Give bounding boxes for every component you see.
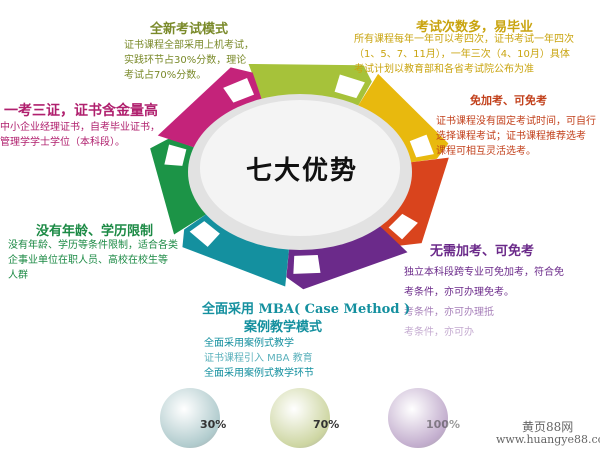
line: 中小企业经理证书，自考毕业证书， (0, 122, 160, 133)
percent-label-30: 30% (200, 418, 227, 431)
line: 独立本科段跨专业可免加考，符合免 (404, 267, 564, 278)
line: 选择课程考试；证书课程推荐选考 (436, 131, 586, 142)
wheel-segment-notch (189, 221, 220, 247)
wheel-segment-notch (293, 255, 321, 274)
block-text-exam-frequency: 所有课程每年一年可以考四次，证书考试一年四次 （1、5、7、11月），一年三次（… (354, 32, 574, 77)
line: 证书课程全部采用上机考试， (124, 40, 254, 51)
line: 考条件，亦可办理免考。 (404, 287, 514, 298)
wheel-segment-notch (334, 74, 365, 99)
line: 没有年龄、学历等条件限制，适合各类 (8, 240, 178, 251)
line: 考条件，亦可办理抵 (404, 307, 494, 318)
line: 实践环节占30%分数，理论 (124, 55, 247, 66)
block-text-three-certificates: 中小企业经理证书，自考毕业证书， 管理学学士学位（本科段）。 (0, 120, 160, 150)
block-title-three-certificates: 一考三证，证书含金量高 (4, 103, 158, 119)
percent-label-70: 70% (313, 418, 340, 431)
block-text-case-method: 全面采用案例式教学 证书课程引入 MBA 教育 全面采用案例式教学环节 (204, 336, 314, 381)
line: 全面采用案例式教学 (204, 338, 294, 349)
line: 证书课程引入 MBA 教育 (204, 353, 313, 364)
watermark-url: www.huangye88.com (496, 433, 600, 446)
percent-ball-70 (270, 388, 330, 448)
line: 考条件，亦可办 (404, 327, 474, 338)
block-title-exam-frequency: 考试次数多，易毕业 (416, 20, 534, 35)
wheel-segment-notch (223, 78, 255, 103)
center-title: 七大优势 (246, 156, 359, 186)
block-title-case-method: 全面采用 MBA( Case Method ) (202, 302, 411, 317)
block-title-exemption: 免加考、可免考 (470, 94, 547, 107)
center-ellipse (200, 100, 400, 236)
block-title-new-exam-mode: 全新考试模式 (150, 22, 229, 37)
line: 所有课程每年一年可以考四次，证书考试一年四次 (354, 34, 574, 45)
percent-ball-30 (160, 388, 220, 448)
watermark-cn: 黄页88网 (522, 420, 574, 434)
percent-label-100: 100% (426, 418, 460, 431)
line: 企事业单位在职人员、高校在校生等 (8, 255, 168, 266)
block-title-no-limits: 没有年龄、学历限制 (36, 224, 154, 239)
line: 管理学学士学位（本科段）。 (0, 137, 125, 148)
line: 人群 (8, 270, 28, 281)
wheel-arrow-segment (248, 63, 372, 106)
wheel-segment-notch (164, 144, 187, 166)
percent-ball-100 (388, 388, 448, 448)
line: 考试占70%分数。 (124, 70, 207, 81)
block-text-exemption: 证书课程没有固定考试时间，可自行 选择课程考试；证书课程推荐选考 课程可相互灵活… (436, 114, 596, 159)
block-text-no-extra-exam: 独立本科段跨专业可免加考，符合免 考条件，亦可办理免考。 考条件，亦可办理抵 考… (404, 263, 564, 343)
wheel-arrow-segment (286, 226, 408, 290)
block-title-no-extra-exam: 无需加考、可免考 (430, 244, 535, 259)
block-text-new-exam-mode: 证书课程全部采用上机考试， 实践环节占30%分数，理论 考试占70%分数。 (124, 38, 254, 83)
line: 全面采用案例式教学环节 (204, 368, 314, 379)
block-subtitle-case-method: 案例教学模式 (244, 320, 323, 335)
line: 考试计划以教育部和各省考试院公布为准 (354, 64, 534, 75)
wheel-segment-notch (409, 134, 434, 158)
block-text-no-limits: 没有年龄、学历等条件限制，适合各类 企事业单位在职人员、高校在校生等 人群 (8, 238, 178, 283)
wheel-segment-notch (388, 213, 418, 240)
line: 证书课程没有固定考试时间，可自行 (436, 116, 596, 127)
line: （1、5、7、11月），一年三次（4、10月）具体 (354, 49, 570, 60)
line: 课程可相互灵活选考。 (436, 146, 536, 157)
